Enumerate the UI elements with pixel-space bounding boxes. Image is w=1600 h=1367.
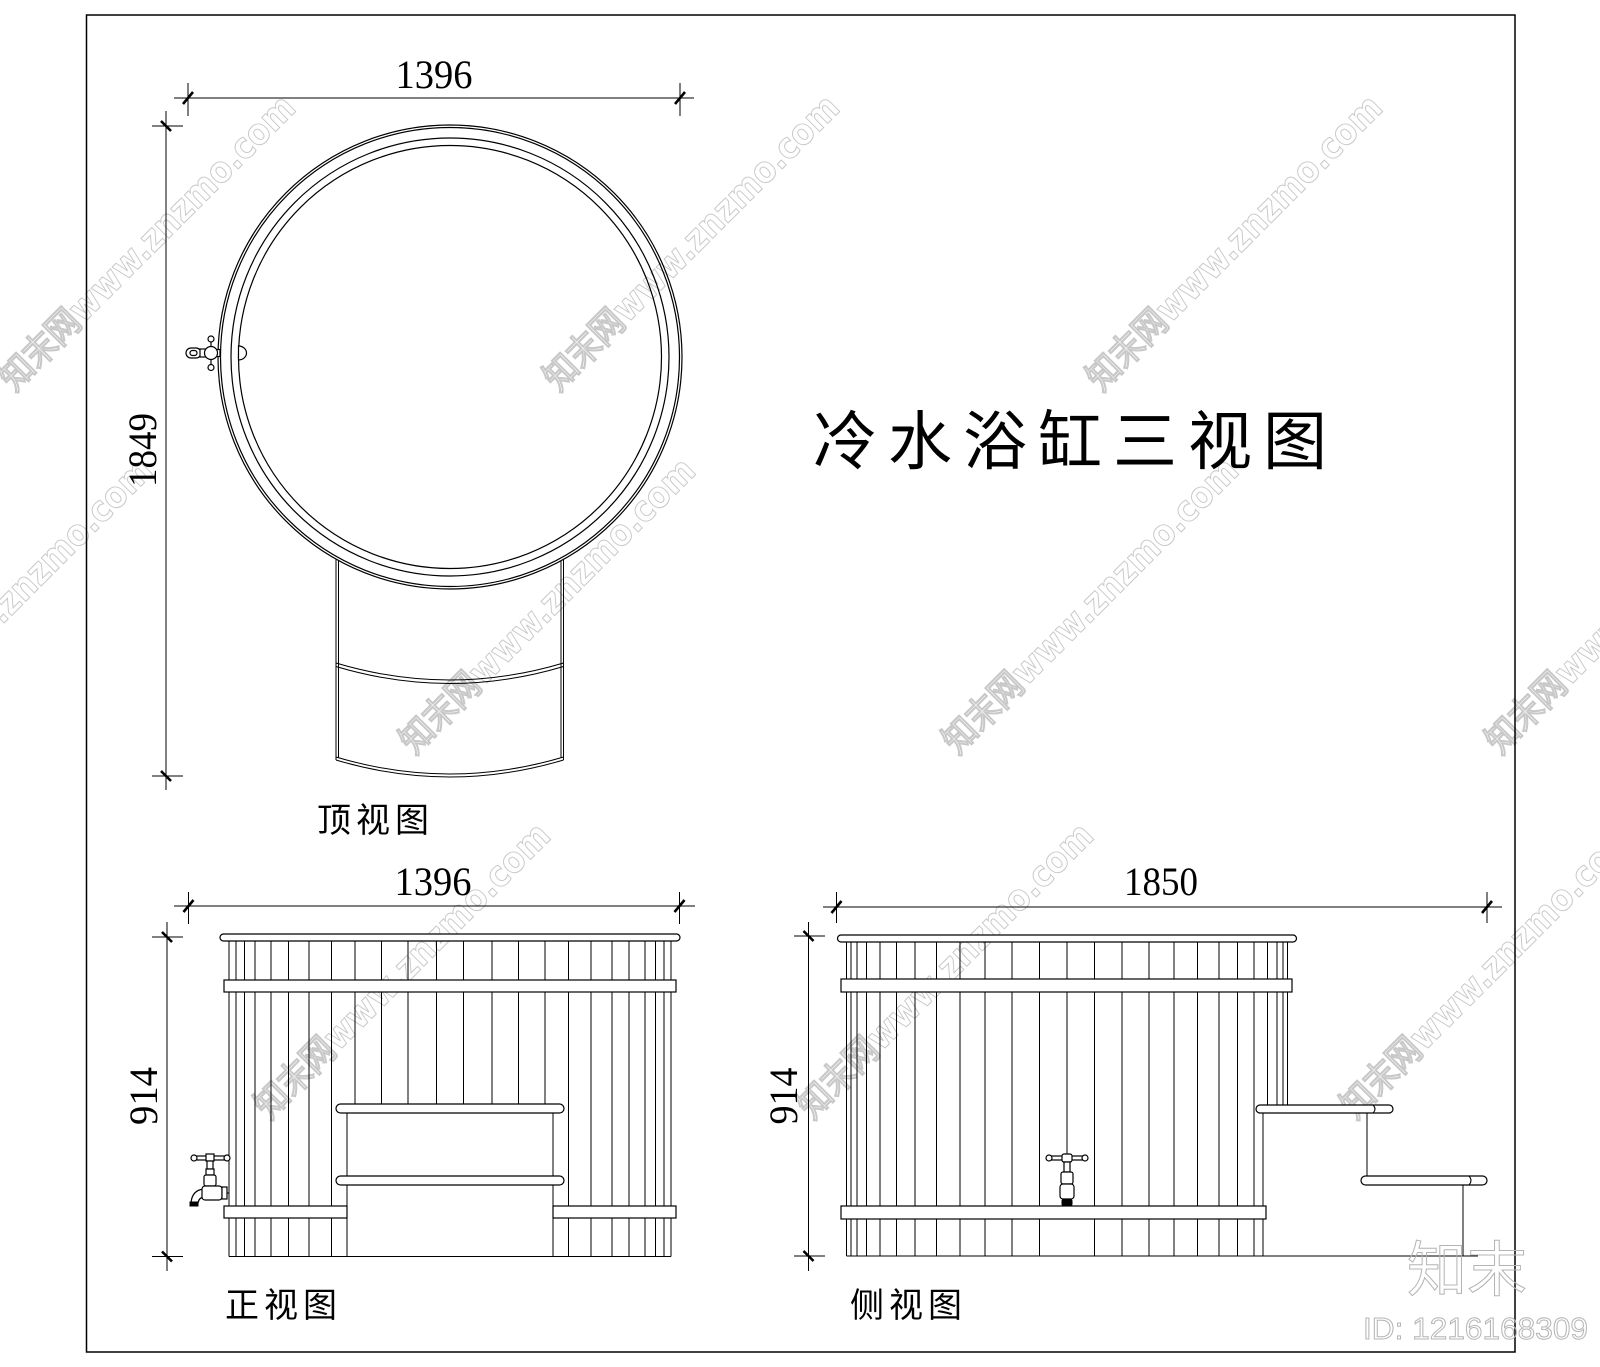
view-label: 顶视图 bbox=[317, 801, 434, 841]
upper-step bbox=[1255, 1104, 1394, 1114]
brand-logo-text: 知末 bbox=[1407, 1236, 1527, 1306]
watermark-text: 知末网www.znzmo.com bbox=[1079, 87, 1391, 399]
dimension-tick-icon bbox=[182, 899, 686, 913]
watermark-layer: 知末网www.znzmo.com 知末网www.znzmo.com 知末网www… bbox=[0, 87, 1600, 1128]
front-view: 1396 914 bbox=[121, 859, 695, 1326]
watermark-text: 知末网www.znzmo.com bbox=[0, 450, 161, 762]
faucet-icon bbox=[189, 1153, 231, 1207]
front-view-width-dimension: 1396 bbox=[174, 859, 695, 924]
upper-step bbox=[335, 1103, 565, 1114]
top-hoop bbox=[840, 978, 1293, 993]
side-view: 1850 914 侧视图 bbox=[761, 859, 1502, 1326]
faucet-icon bbox=[1045, 1153, 1089, 1207]
watermark-text: 知末网www.znzmo.com bbox=[0, 87, 304, 399]
top-hoop bbox=[223, 979, 677, 993]
watermark-text: 知末网www.znzmo.com bbox=[392, 450, 704, 762]
step-platform-plan bbox=[335, 559, 564, 778]
watermark-text: 知末网www.znzmo.com bbox=[790, 815, 1102, 1127]
side-view-length-dimension: 1850 bbox=[823, 859, 1502, 923]
dimension-value: 1849 bbox=[120, 413, 165, 487]
dimension-tick-icon bbox=[161, 931, 173, 1263]
dimension-tick-icon bbox=[160, 120, 172, 782]
faucet-icon bbox=[185, 335, 221, 372]
watermark-text: 知末网www.znzmo.com bbox=[1333, 815, 1600, 1127]
bottom-hoop-right bbox=[552, 1205, 677, 1219]
tub-staves-behind-step bbox=[354, 941, 546, 1104]
dimension-value: 914 bbox=[761, 1068, 806, 1125]
dimension-value: 1396 bbox=[395, 859, 472, 904]
top-view: 1396 1849 bbox=[120, 52, 694, 841]
lower-step bbox=[335, 1175, 565, 1186]
watermark-text: 知末网www.znzmo.com bbox=[935, 450, 1247, 762]
tub-staves-above-step bbox=[1267, 942, 1288, 1105]
dimension-value: 1850 bbox=[1124, 859, 1198, 904]
tub-rim bbox=[219, 933, 681, 942]
tub-rim-plan bbox=[217, 124, 683, 590]
tub-staves bbox=[846, 942, 1255, 1256]
bottom-hoop bbox=[840, 1205, 1267, 1220]
bottom-hoop-left bbox=[223, 1205, 348, 1219]
dimension-value: 1396 bbox=[396, 52, 473, 97]
watermark-text: 知末网www.znzmo.com bbox=[1478, 450, 1600, 762]
view-label: 侧视图 bbox=[850, 1286, 967, 1326]
top-view-length-dimension: 1849 bbox=[120, 111, 183, 790]
dimension-tick-icon bbox=[182, 91, 686, 105]
drain-icon bbox=[237, 345, 248, 361]
drawing-frame bbox=[85, 14, 1516, 1353]
dimension-value: 914 bbox=[121, 1067, 166, 1125]
view-label: 正视图 bbox=[225, 1286, 342, 1326]
drawing-title: 冷水浴缸三视图 bbox=[813, 406, 1338, 480]
watermark-text: 知末网www.znzmo.com bbox=[536, 87, 848, 399]
side-view-height-dimension: 914 bbox=[761, 922, 825, 1271]
asset-id-text: ID: 1216168309 bbox=[1363, 1311, 1588, 1346]
tub-rim bbox=[836, 934, 1298, 943]
tub-staves bbox=[228, 941, 672, 1257]
front-view-height-dimension: 914 bbox=[121, 922, 183, 1271]
dimension-tick-icon bbox=[830, 900, 1493, 914]
lower-step bbox=[1360, 1175, 1488, 1186]
step-frame bbox=[846, 1113, 1478, 1257]
dimension-tick-icon bbox=[802, 930, 815, 1262]
top-view-width-dimension: 1396 bbox=[174, 52, 694, 116]
brand-watermark: 知末 ID: 1216168309 bbox=[1363, 1236, 1589, 1347]
